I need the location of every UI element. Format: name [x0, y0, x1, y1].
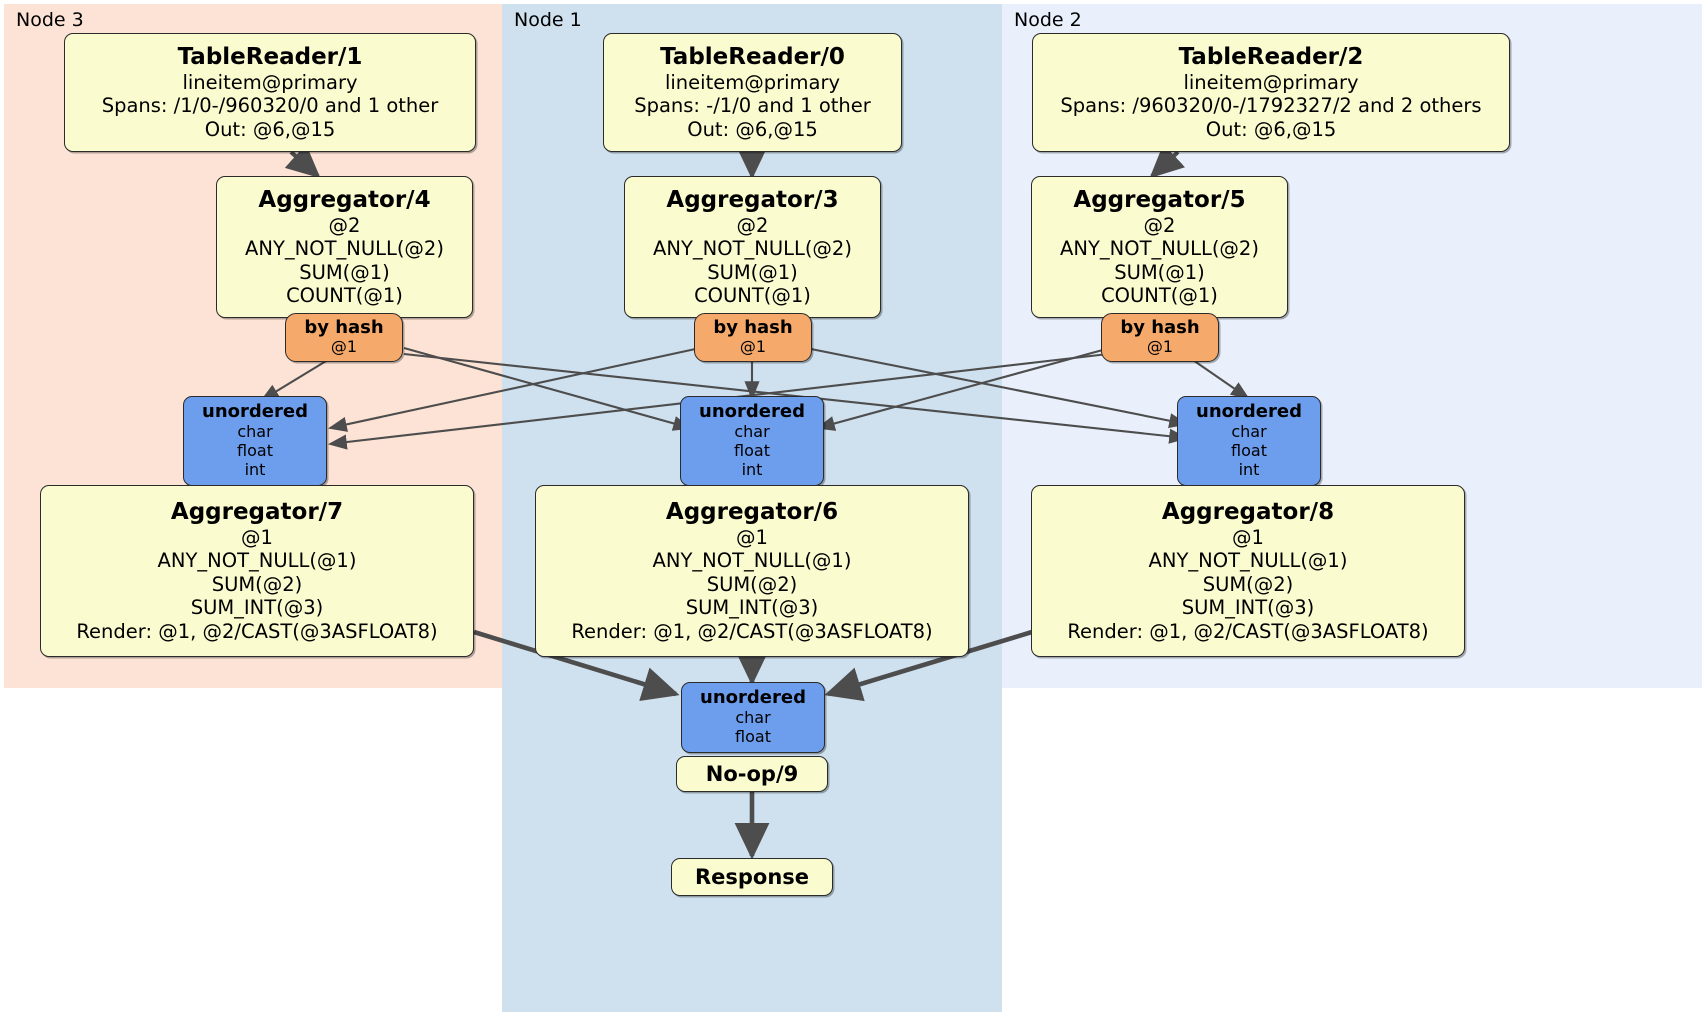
processor-detail-spans: Spans: -/1/0 and 1 other [634, 94, 871, 118]
receiver-unordered-node-3[interactable]: unordered char float int [183, 396, 327, 486]
processor-detail-groupcol: @1 [736, 526, 768, 550]
processor-detail-agg2: SUM(@1) [707, 260, 798, 284]
processor-detail-groupcol: @2 [1143, 213, 1176, 237]
processor-detail-groupcol: @1 [241, 526, 273, 550]
router-title: by hash [713, 316, 793, 338]
processor-detail-render: Render: @1, @2/CAST(@3ASFLOAT8) [1067, 619, 1429, 643]
processor-table-reader-0[interactable]: TableReader/0 lineitem@primary Spans: -/… [603, 33, 902, 152]
processor-title: Aggregator/4 [258, 186, 431, 213]
receiver-type-char: char [237, 422, 273, 442]
processor-detail-agg1: ANY_NOT_NULL(@2) [653, 237, 852, 261]
processor-title: Aggregator/3 [666, 186, 839, 213]
processor-aggregator-5[interactable]: Aggregator/5 @2 ANY_NOT_NULL(@2) SUM(@1)… [1031, 176, 1288, 318]
receiver-title: unordered [202, 401, 308, 423]
response-title: Response [694, 864, 810, 889]
processor-title: Aggregator/6 [665, 498, 839, 525]
processor-table-reader-1[interactable]: TableReader/1 lineitem@primary Spans: /1… [64, 33, 476, 152]
receiver-unordered-node-2[interactable]: unordered char float int [1177, 396, 1321, 486]
processor-title: TableReader/1 [177, 43, 363, 70]
processor-title: TableReader/0 [660, 43, 845, 70]
processor-detail-table: lineitem@primary [182, 70, 358, 94]
processor-title: Aggregator/5 [1073, 186, 1246, 213]
receiver-unordered-final[interactable]: unordered char float [681, 682, 825, 753]
receiver-type-char: char [734, 422, 770, 442]
processor-detail-agg2: SUM(@2) [706, 572, 798, 596]
receiver-title: unordered [700, 687, 806, 709]
processor-detail-groupcol: @2 [328, 213, 361, 237]
processor-detail-agg3: COUNT(@1) [286, 283, 403, 307]
cluster-node-1-label: Node 1 [514, 9, 582, 31]
processor-detail-agg1: ANY_NOT_NULL(@1) [157, 549, 357, 573]
processor-title: TableReader/2 [1178, 43, 1364, 70]
processor-detail-out: Out: @6,@15 [204, 117, 336, 141]
processor-detail-agg3: SUM_INT(@3) [1181, 596, 1315, 620]
router-by-hash-node-3[interactable]: by hash @1 [285, 313, 403, 362]
processor-detail-agg3: SUM_INT(@3) [190, 596, 324, 620]
receiver-type-char: char [1231, 422, 1267, 442]
processor-detail-spans: Spans: /960320/0-/1792327/2 and 2 others [1060, 94, 1482, 118]
processor-detail-table: lineitem@primary [664, 70, 841, 94]
processor-title: No-op/9 [705, 761, 799, 786]
router-detail-column: @1 [1146, 337, 1174, 357]
processor-detail-out: Out: @6,@15 [1205, 117, 1337, 141]
processor-detail-groupcol: @2 [736, 213, 769, 237]
receiver-title: unordered [1196, 401, 1302, 423]
processor-response[interactable]: Response [671, 858, 833, 896]
receiver-type-float: float [735, 726, 771, 746]
processor-aggregator-3[interactable]: Aggregator/3 @2 ANY_NOT_NULL(@2) SUM(@1)… [624, 176, 881, 318]
processor-aggregator-8[interactable]: Aggregator/8 @1 ANY_NOT_NULL(@1) SUM(@2)… [1031, 485, 1465, 657]
processor-detail-spans: Spans: /1/0-/960320/0 and 1 other [101, 94, 439, 118]
receiver-type-float: float [734, 440, 770, 460]
cluster-node-3-label: Node 3 [16, 9, 84, 31]
processor-detail-agg2: SUM(@2) [211, 572, 303, 596]
processor-detail-agg1: ANY_NOT_NULL(@2) [1060, 237, 1259, 261]
processor-detail-groupcol: @1 [1232, 526, 1264, 550]
receiver-unordered-node-1[interactable]: unordered char float int [680, 396, 824, 486]
receiver-type-int: int [1238, 459, 1260, 479]
processor-detail-agg2: SUM(@1) [1114, 260, 1205, 284]
receiver-type-char: char [735, 707, 771, 727]
processor-aggregator-4[interactable]: Aggregator/4 @2 ANY_NOT_NULL(@2) SUM(@1)… [216, 176, 473, 318]
processor-detail-agg2: SUM(@2) [1202, 572, 1294, 596]
router-by-hash-node-2[interactable]: by hash @1 [1101, 313, 1219, 362]
receiver-type-float: float [1231, 440, 1267, 460]
processor-detail-agg2: SUM(@1) [299, 260, 390, 284]
processor-detail-render: Render: @1, @2/CAST(@3ASFLOAT8) [571, 619, 933, 643]
processor-detail-render: Render: @1, @2/CAST(@3ASFLOAT8) [76, 619, 438, 643]
processor-no-op-9[interactable]: No-op/9 [676, 756, 828, 792]
receiver-type-int: int [741, 459, 763, 479]
router-title: by hash [304, 316, 384, 338]
receiver-title: unordered [699, 401, 805, 423]
receiver-type-int: int [244, 459, 266, 479]
processor-detail-agg1: ANY_NOT_NULL(@1) [652, 549, 852, 573]
processor-detail-agg3: SUM_INT(@3) [685, 596, 819, 620]
processor-title: Aggregator/7 [170, 498, 344, 525]
router-title: by hash [1120, 316, 1200, 338]
router-detail-column: @1 [739, 337, 767, 357]
router-by-hash-node-1[interactable]: by hash @1 [694, 313, 812, 362]
processor-detail-agg3: COUNT(@1) [694, 283, 811, 307]
cluster-node-2-label: Node 2 [1014, 9, 1082, 31]
router-detail-column: @1 [330, 337, 358, 357]
receiver-type-float: float [237, 440, 273, 460]
processor-detail-agg1: ANY_NOT_NULL(@2) [245, 237, 444, 261]
processor-detail-agg3: COUNT(@1) [1101, 283, 1218, 307]
processor-aggregator-6[interactable]: Aggregator/6 @1 ANY_NOT_NULL(@1) SUM(@2)… [535, 485, 969, 657]
processor-detail-agg1: ANY_NOT_NULL(@1) [1148, 549, 1348, 573]
processor-detail-table: lineitem@primary [1183, 70, 1359, 94]
processor-detail-out: Out: @6,@15 [687, 117, 818, 141]
processor-aggregator-7[interactable]: Aggregator/7 @1 ANY_NOT_NULL(@1) SUM(@2)… [40, 485, 474, 657]
processor-table-reader-2[interactable]: TableReader/2 lineitem@primary Spans: /9… [1032, 33, 1510, 152]
processor-title: Aggregator/8 [1161, 498, 1335, 525]
